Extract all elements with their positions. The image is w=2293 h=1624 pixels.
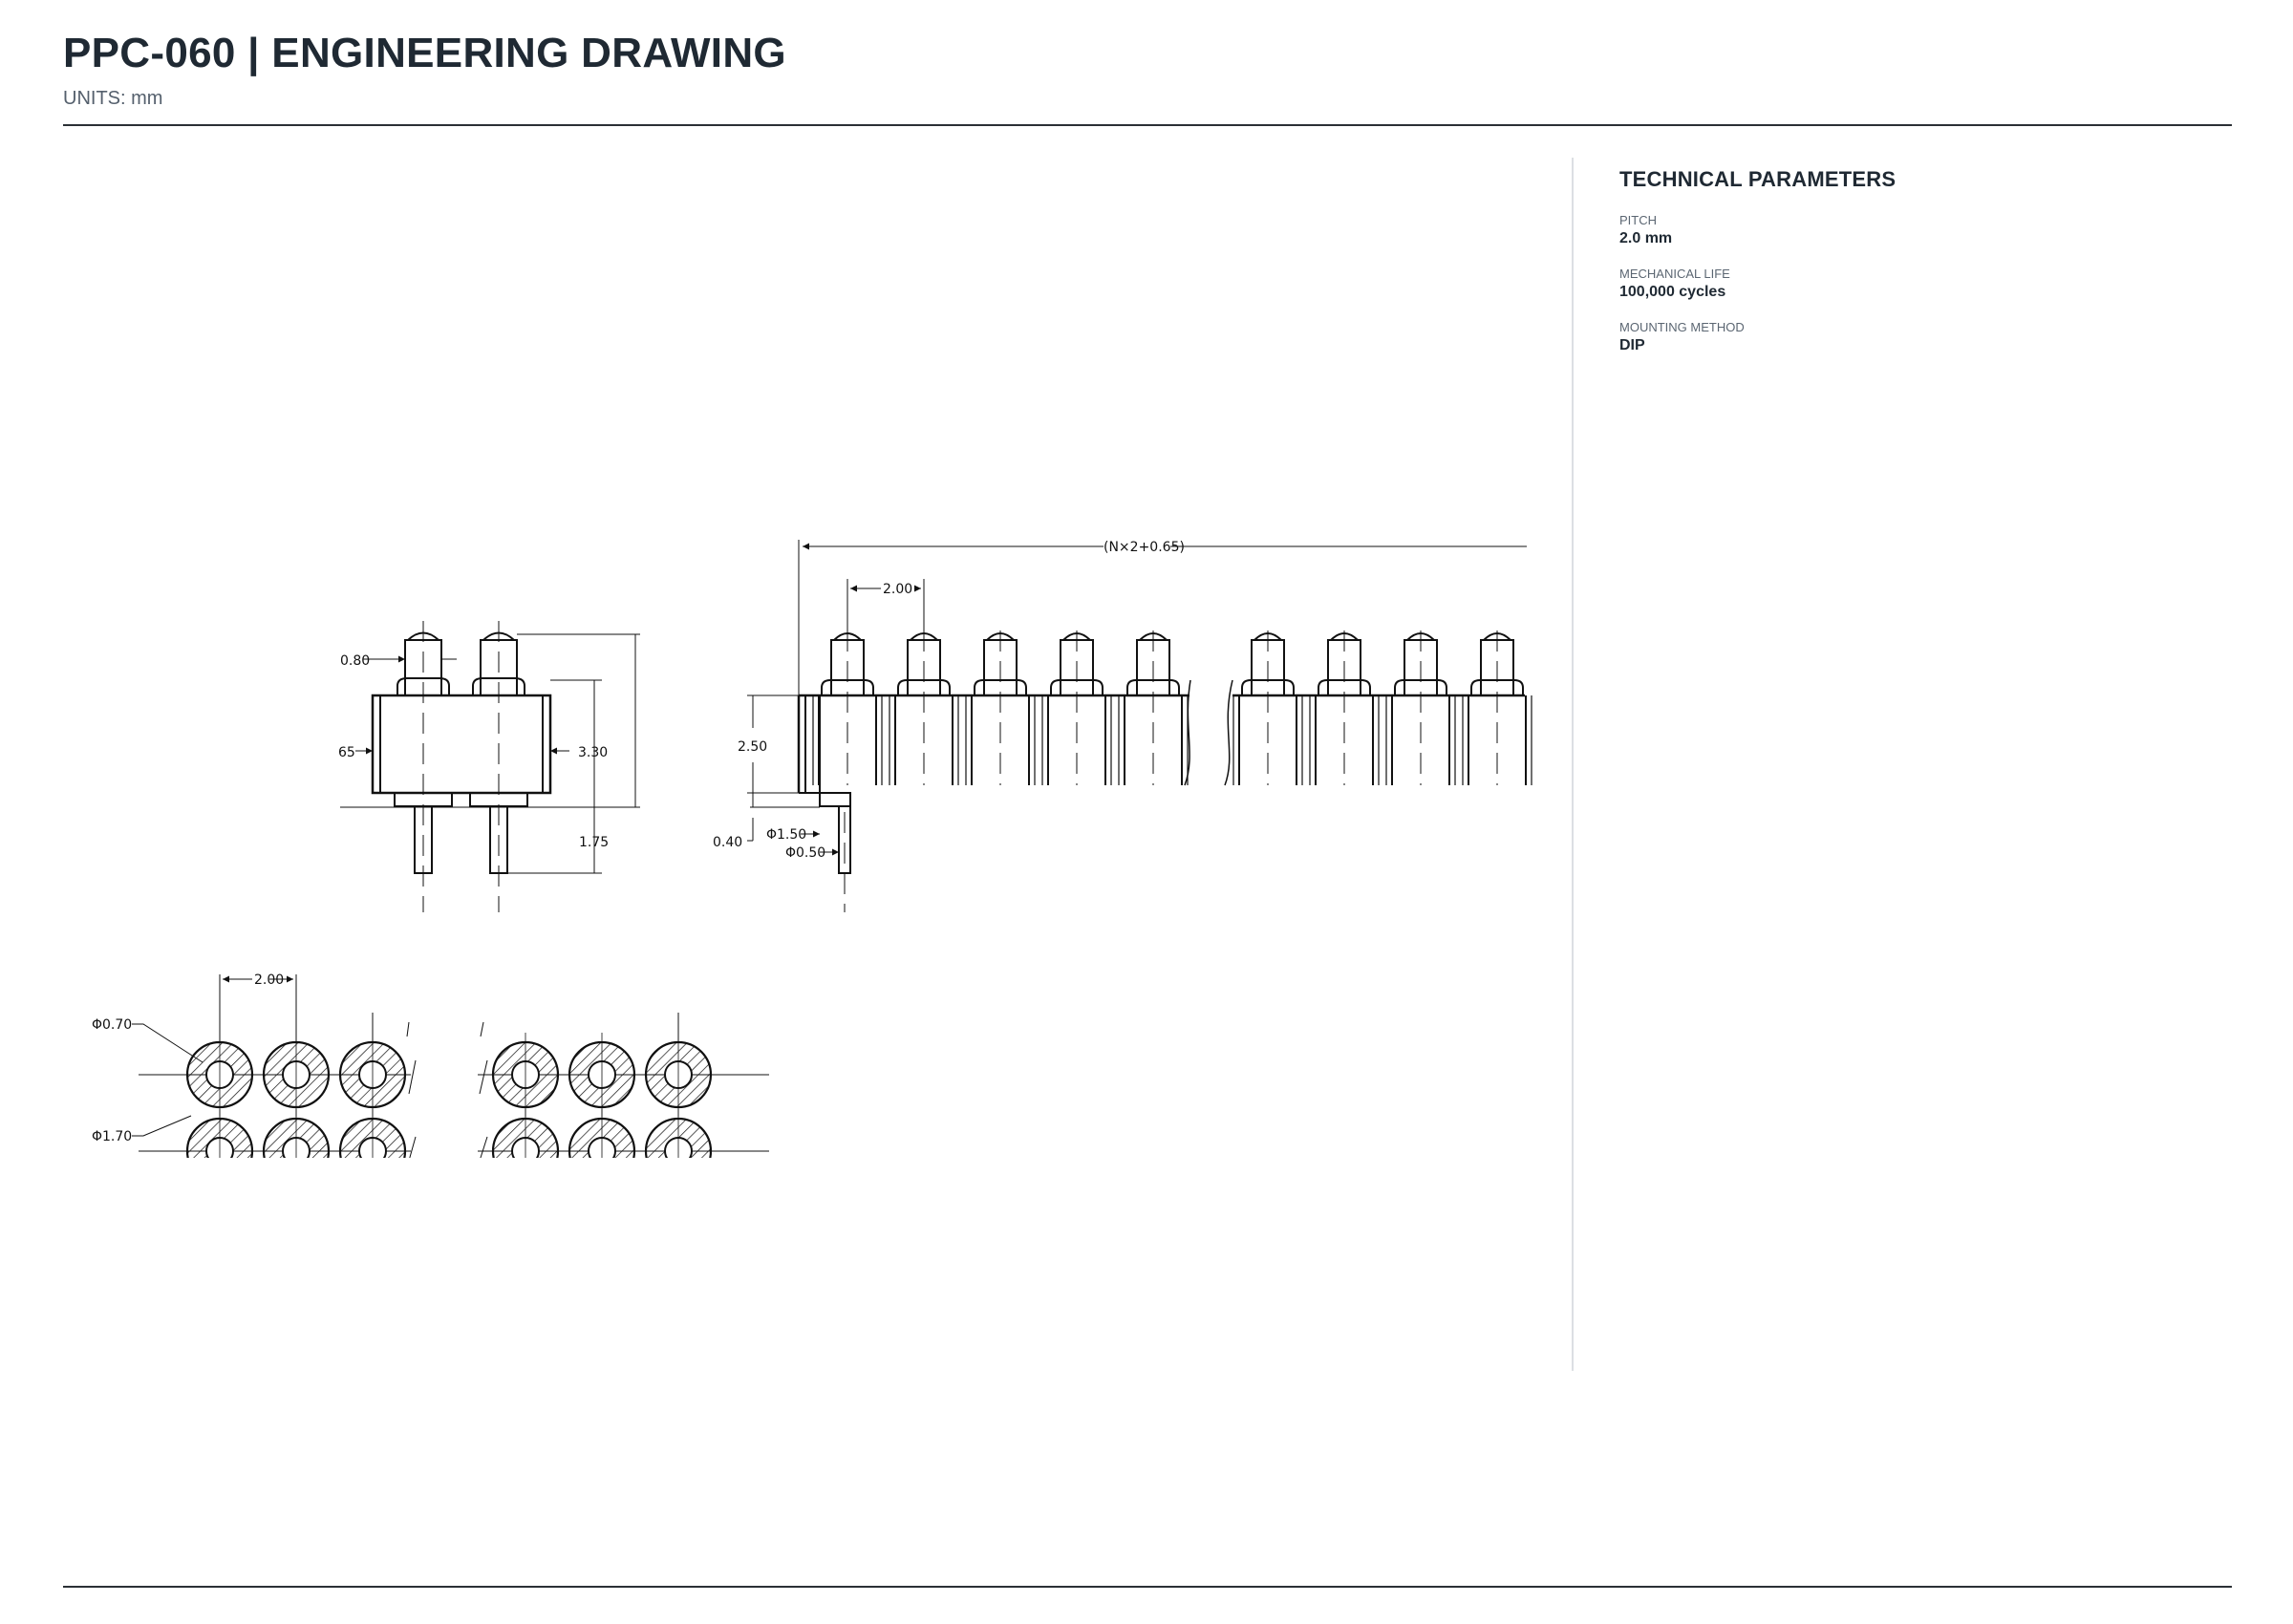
page-title: PPC-060 | ENGINEERING DRAWING: [63, 30, 786, 76]
dim-front-pitch: 2.00: [883, 582, 912, 597]
panel-divider: [1572, 158, 1574, 1371]
dim-hole-diameter: Φ0.70: [92, 1017, 132, 1033]
side-view: [340, 621, 640, 912]
front-view-pins: [812, 630, 1532, 785]
footprint-pad: [338, 1033, 407, 1117]
dim-pad-diameter: Φ1.70: [92, 1129, 132, 1144]
param-pitch: PITCH 2.0 mm: [1619, 213, 2193, 247]
front-pin: [1041, 630, 1112, 785]
param-value: 2.0 mm: [1619, 230, 1673, 246]
footprint-pad: [491, 1033, 560, 1117]
param-mounting-method: MOUNTING METHOD DIP: [1619, 320, 2193, 354]
param-label: MECHANICAL LIFE: [1619, 267, 1730, 281]
engineering-drawing: 0.80 65 3.30 1.75: [92, 540, 1532, 1215]
dim-tail-diameter: Φ0.50: [785, 845, 825, 861]
front-view: [797, 694, 1525, 912]
front-pin: [1309, 630, 1380, 785]
param-mechanical-life: MECHANICAL LIFE 100,000 cycles: [1619, 267, 2193, 301]
front-view-dimensions: [747, 540, 1527, 856]
dim-tail-length: 1.75: [579, 835, 609, 850]
page-header: PPC-060 | ENGINEERING DRAWING UNITS: mm: [63, 29, 2232, 110]
dim-base-thickness: 0.40: [713, 835, 742, 850]
front-pin: [812, 630, 883, 785]
param-label: MOUNTING METHOD: [1619, 320, 1745, 334]
front-view-break: [1184, 679, 1233, 786]
front-pin: [1118, 630, 1189, 785]
footprint-crop: [115, 1158, 803, 1215]
header-rule: [63, 124, 2232, 126]
dim-front-body-height: 2.50: [738, 739, 767, 755]
dim-shoulder-diameter: Φ1.50: [766, 827, 806, 843]
dim-body-offset: 65: [338, 745, 355, 760]
footprint-leaders: [132, 1023, 204, 1137]
param-label: PITCH: [1619, 213, 1657, 227]
footprint-pad: [185, 1033, 254, 1117]
units-label: UNITS: mm: [63, 88, 163, 109]
dim-overall-length: (N×2+0.65): [1104, 540, 1185, 555]
dim-body-height: 3.30: [578, 745, 608, 760]
technical-parameters-panel: TECHNICAL PARAMETERS PITCH 2.0 mm MECHAN…: [1619, 167, 2193, 374]
front-pin: [1385, 630, 1456, 785]
dim-footprint-pitch: 2.00: [254, 972, 284, 988]
dim-pin-diameter: 0.80: [340, 653, 370, 669]
footprint-pad: [262, 1033, 331, 1117]
front-pin: [889, 630, 959, 785]
panel-title: TECHNICAL PARAMETERS: [1619, 167, 1897, 191]
front-pin: [965, 630, 1036, 785]
param-value: 100,000 cycles: [1619, 284, 1726, 300]
footprint-pad: [568, 1033, 636, 1117]
footer-rule: [63, 1586, 2232, 1588]
front-pin: [1232, 630, 1303, 785]
footprint-pad: [644, 1033, 713, 1117]
param-value: DIP: [1619, 337, 1645, 353]
front-pin: [1462, 630, 1532, 785]
